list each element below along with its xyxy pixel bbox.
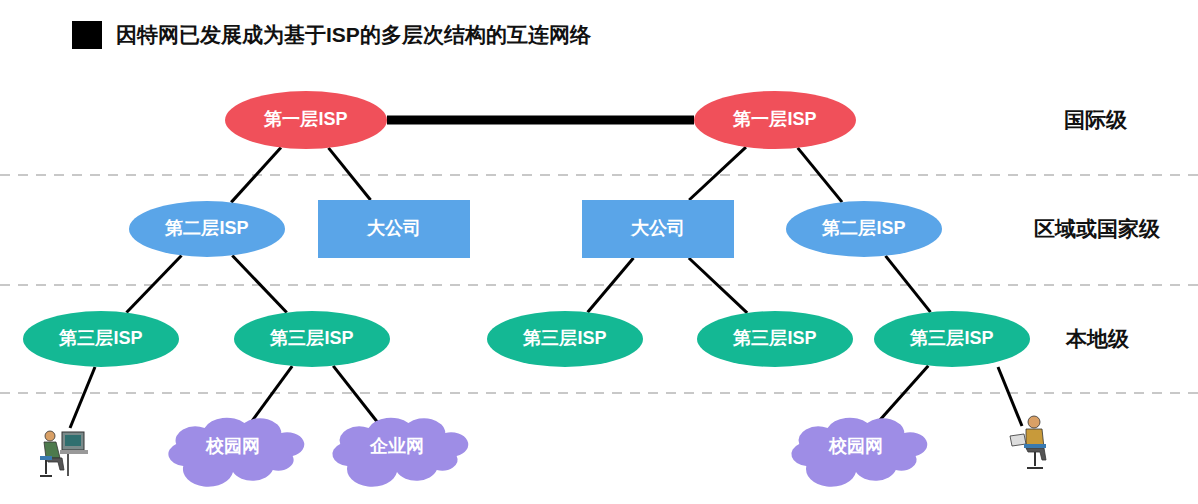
node-label: 校园网 <box>206 436 260 458</box>
node-label: 第二层ISP <box>822 218 905 240</box>
connector-line <box>232 255 286 312</box>
node-label: 企业网 <box>370 436 424 458</box>
ellipse-shape <box>225 91 387 149</box>
level-label: 区域或国家级 <box>1034 215 1160 243</box>
cloud-shape <box>168 418 304 487</box>
desktop-user-icon <box>40 431 88 476</box>
laptop-user-icon <box>1010 416 1046 468</box>
node-label: 第三层ISP <box>733 328 816 350</box>
isp-ellipse: 第三层ISP <box>697 311 853 367</box>
level-separator <box>0 174 1198 176</box>
level-label: 国际级 <box>1064 106 1127 134</box>
ellipse-shape <box>23 311 179 367</box>
isp-ellipse: 第一层ISP <box>694 91 856 149</box>
node-label: 第三层ISP <box>910 328 993 350</box>
level-separator <box>0 392 1198 394</box>
isp-ellipse: 第三层ISP <box>874 311 1030 367</box>
title-square <box>72 21 102 49</box>
isp-ellipse: 第二层ISP <box>786 201 942 257</box>
user-link <box>70 367 95 428</box>
ellipse-shape <box>694 91 856 149</box>
ellipse-shape <box>487 311 643 367</box>
connector-line <box>588 258 634 312</box>
node-label: 第三层ISP <box>270 328 353 350</box>
node-label: 第一层ISP <box>264 109 347 131</box>
node-label: 第三层ISP <box>59 328 142 350</box>
connector-line <box>689 147 746 200</box>
node-label: 第一层ISP <box>733 109 816 131</box>
ellipse-shape <box>234 311 390 367</box>
connector-line <box>387 116 694 125</box>
cloud-shape <box>332 418 468 487</box>
ellipse-shape <box>786 201 942 257</box>
connector-line <box>126 255 181 312</box>
connector-line <box>878 366 928 423</box>
company-box: 大公司 <box>582 200 734 258</box>
network-cloud: 校园网 <box>162 416 304 478</box>
connector-line <box>798 148 842 202</box>
connector-line <box>689 258 747 313</box>
isp-ellipse: 第三层ISP <box>23 311 179 367</box>
cloud-shape <box>791 418 927 487</box>
isp-ellipse: 第三层ISP <box>487 311 643 367</box>
node-label: 第三层ISP <box>523 328 606 350</box>
diagram-title: 因特网已发展成为基于ISP的多层次结构的互连网络 <box>116 21 591 49</box>
level-separator <box>0 284 1198 286</box>
connectors <box>126 120 930 422</box>
connector-line <box>328 148 370 200</box>
ellipse-shape <box>697 311 853 367</box>
node-label: 大公司 <box>631 218 685 240</box>
node-label: 校园网 <box>829 436 883 458</box>
isp-ellipse: 第二层ISP <box>129 201 285 257</box>
connector-line <box>333 366 377 422</box>
connector-line <box>886 256 931 312</box>
network-cloud: 校园网 <box>785 416 927 478</box>
isp-ellipse: 第三层ISP <box>234 311 390 367</box>
isp-ellipse: 第一层ISP <box>225 91 387 149</box>
network-cloud: 企业网 <box>326 416 468 478</box>
company-box: 大公司 <box>318 200 470 258</box>
user-link <box>998 367 1022 426</box>
connector-line <box>251 366 292 422</box>
connector-line <box>231 148 281 203</box>
level-label: 本地级 <box>1066 325 1129 353</box>
level-separators <box>0 175 1198 393</box>
ellipse-shape <box>129 201 285 257</box>
node-label: 大公司 <box>367 218 421 240</box>
ellipse-shape <box>874 311 1030 367</box>
node-label: 第二层ISP <box>165 218 248 240</box>
